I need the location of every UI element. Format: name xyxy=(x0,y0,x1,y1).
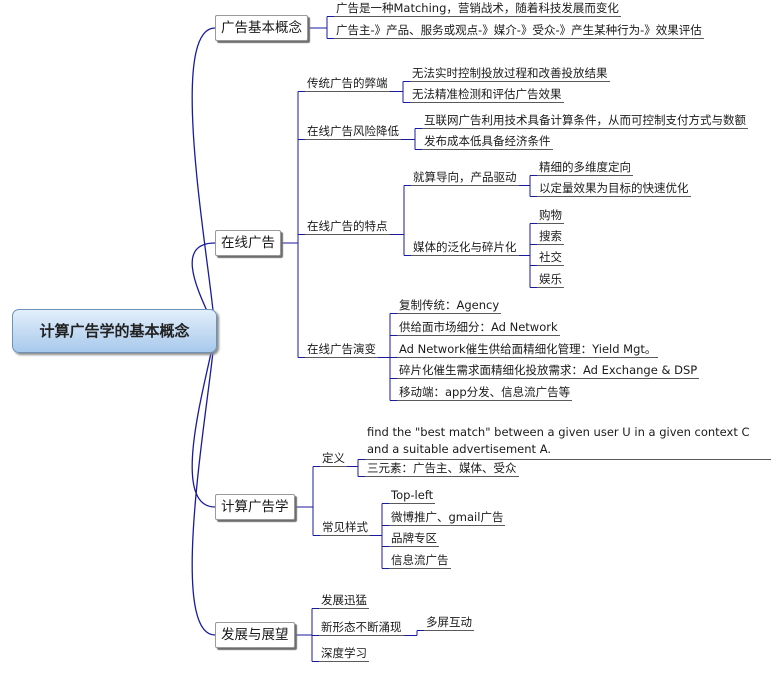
feature-settlement[interactable]: 就算导向，产品驱动 xyxy=(411,170,519,186)
connector-computational-styles-children xyxy=(370,503,389,569)
connector-online-evolution-children xyxy=(378,313,397,401)
connector-branch-online-ad-children xyxy=(281,91,305,358)
settlement-item-optimize[interactable]: 以定量效果为目标的快速优化 xyxy=(537,181,691,197)
drawback-item-measure[interactable]: 无法精准检测和评估广告效果 xyxy=(410,87,564,103)
online-evolution[interactable]: 在线广告演变 xyxy=(305,342,378,358)
connector-feature-settlement-children xyxy=(519,175,537,197)
newforms-item-multiscreen[interactable]: 多屏互动 xyxy=(424,615,474,631)
media-item-entertainment[interactable]: 娱乐 xyxy=(537,272,564,288)
style-item-brandzone[interactable]: 品牌专区 xyxy=(389,531,439,547)
media-item-shopping[interactable]: 购物 xyxy=(537,208,564,224)
connector-future-new-forms-children xyxy=(404,630,424,636)
evolution-item-agency[interactable]: 复制传统：Agency xyxy=(397,298,502,314)
branch-ad-concept[interactable]: 广告基本概念 xyxy=(215,15,308,41)
future-rapid-growth[interactable]: 发展迅猛 xyxy=(319,593,369,609)
connector-online-risk-lower-children xyxy=(401,128,422,150)
computational-definition[interactable]: 定义 xyxy=(320,451,347,467)
connector-branch-future-children xyxy=(295,608,319,662)
future-deep-learning[interactable]: 深度学习 xyxy=(319,646,369,662)
concept-item-matching[interactable]: 广告是一种Matching，营销战术，随着科技发展而变化 xyxy=(334,1,621,17)
connector-online-features-children xyxy=(390,185,411,256)
evolution-item-mobile[interactable]: 移动端：app分发、信息流广告等 xyxy=(397,385,573,401)
computational-styles[interactable]: 常见样式 xyxy=(320,520,370,536)
risk-item-cost[interactable]: 发布成本低具备经济条件 xyxy=(422,134,553,150)
definition-item-three-elements[interactable]: 三元素：广告主、媒体、受众 xyxy=(365,461,519,477)
connector-branch-computational-ad-children xyxy=(295,466,320,536)
definition-item-best-match[interactable]: find the "best match" between a given us… xyxy=(365,424,771,460)
evolution-item-yield[interactable]: Ad Network催生供给面精细化管理：Yield Mgt。 xyxy=(397,342,659,358)
online-features[interactable]: 在线广告的特点 xyxy=(305,219,390,235)
online-drawbacks[interactable]: 传统广告的弊端 xyxy=(305,76,390,92)
style-item-weibo[interactable]: 微博推广、gmail广告 xyxy=(389,510,506,526)
drawback-item-realtime[interactable]: 无法实时控制投放过程和改善投放结果 xyxy=(410,66,610,82)
future-new-forms[interactable]: 新形态不断涌现 xyxy=(319,620,404,636)
evolution-item-exchange[interactable]: 碎片化催生需求面精细化投放需求：Ad Exchange & DSP xyxy=(397,363,700,379)
connector-branch-ad-concept-children xyxy=(308,16,334,39)
root-node[interactable]: 计算广告学的基本概念 xyxy=(12,309,217,353)
feature-media[interactable]: 媒体的泛化与碎片化 xyxy=(411,240,519,256)
style-item-feed[interactable]: 信息流广告 xyxy=(389,553,451,569)
connector-computational-definition-children xyxy=(347,459,365,477)
evolution-item-adnetwork[interactable]: 供给面市场细分：Ad Network xyxy=(397,320,560,336)
connector-branch-future xyxy=(191,330,216,636)
media-item-search[interactable]: 搜索 xyxy=(537,229,564,245)
settlement-item-targeting[interactable]: 精细的多维度定向 xyxy=(537,160,633,176)
media-item-social[interactable]: 社交 xyxy=(537,250,564,266)
connector-online-drawbacks-children xyxy=(390,81,410,103)
connector-branch-ad-concept xyxy=(191,27,216,332)
connector-branch-computational-ad xyxy=(191,330,216,508)
branch-future[interactable]: 发展与展望 xyxy=(215,622,295,648)
branch-online-ad[interactable]: 在线广告 xyxy=(215,230,281,256)
style-item-topleft[interactable]: Top-left xyxy=(389,488,436,504)
connector-feature-media-children xyxy=(519,223,537,288)
online-risk-lower[interactable]: 在线广告风险降低 xyxy=(305,124,401,140)
branch-computational-ad[interactable]: 计算广告学 xyxy=(215,494,295,520)
risk-item-compute[interactable]: 互联网广告利用技术具备计算条件，从而可控制支付方式与数额 xyxy=(422,113,748,129)
concept-item-flow[interactable]: 广告主-》产品、服务或观点-》媒介-》受众-》产生某种行为-》效果评估 xyxy=(334,23,704,39)
